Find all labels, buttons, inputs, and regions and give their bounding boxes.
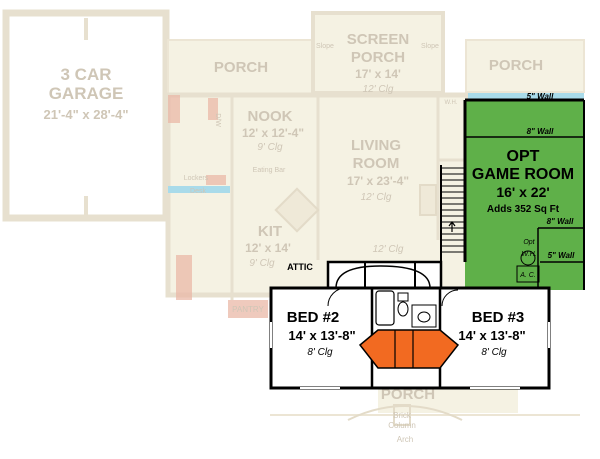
porch-front-area	[378, 385, 518, 413]
upper-floor-bedrooms: ATTIC BED #2 14' x 13'-8" 8' Clg BED #3 …	[269, 260, 551, 390]
wall-8in-top: 8" Wall	[527, 127, 555, 136]
wh-label: W.H.	[445, 100, 458, 106]
pink-accent-3	[176, 255, 192, 300]
bed3-size: 14' x 13'-8"	[458, 328, 525, 343]
wall-5in-right: 5" Wall	[548, 251, 576, 260]
kitchen-size: 12' x 14'	[245, 241, 291, 255]
screen-porch-size: 17' x 14'	[355, 67, 401, 81]
bed2-size: 14' x 13'-8"	[288, 328, 355, 343]
eating-bar-label: Eating Bar	[253, 167, 286, 174]
slope-left: Slope	[316, 43, 334, 50]
living-ceiling: 12' Clg	[361, 192, 392, 203]
door-swing-bed3	[441, 289, 459, 307]
pink-accent-5	[206, 175, 226, 185]
nook-ceiling: 9' Clg	[257, 142, 283, 153]
screen-porch-area	[311, 11, 445, 95]
kitchen-name: KIT	[258, 223, 282, 240]
game-room-note: Adds 352 Sq Ft	[487, 204, 560, 215]
nook-size: 12' x 12'-4"	[242, 126, 304, 140]
living-size: 17' x 23'-4"	[347, 174, 409, 188]
kitchen-island	[274, 187, 320, 233]
opt-wh-line-1: Opt	[523, 239, 535, 246]
garage-outline	[2, 9, 170, 222]
pink-accent-4	[228, 300, 268, 318]
bed2-ceiling: 8' Clg	[307, 347, 333, 358]
garage-size: 21'-4" x 28'-4"	[43, 107, 128, 122]
bed2-name: BED #2	[287, 309, 340, 326]
sink-basin	[417, 311, 431, 323]
wall-5in-top: 5" Wall	[527, 92, 555, 101]
porch-right-area	[465, 39, 585, 93]
screen-porch-ceiling: 12' Clg	[363, 84, 394, 95]
living-name-2: ROOM	[353, 155, 400, 172]
game-room-line-1: OPT	[507, 148, 540, 165]
opt-wh-line-2: W.H.	[521, 251, 536, 258]
dw-label: D/W	[214, 113, 221, 127]
water-heater-symbol	[520, 250, 536, 266]
garage-name-1: 3 CAR	[60, 65, 111, 84]
porch-left-area	[167, 39, 314, 96]
bed3-ceiling: 8' Clg	[481, 347, 507, 358]
kitchen-ceiling: 9' Clg	[249, 258, 275, 269]
fireplace	[419, 184, 437, 216]
desk-label: Desk	[190, 188, 206, 195]
wall-8in-right: 8" Wall	[547, 217, 575, 226]
brick-label-2: Column	[388, 421, 416, 430]
toilet-tank	[397, 292, 409, 302]
slope-right: Slope	[421, 43, 439, 50]
arch-curve	[347, 405, 463, 421]
ac-label: A. C.	[519, 272, 536, 279]
game-room: OPT GAME ROOM 16' x 22' Adds 352 Sq Ft 5…	[463, 92, 585, 290]
brick-label-1: Brick	[393, 411, 412, 420]
game-room-fill	[465, 100, 584, 290]
orange-bath-floor	[358, 329, 460, 369]
toilet-bowl	[397, 301, 409, 317]
porch-front-label: PORCH	[381, 386, 435, 403]
bed3-name: BED #3	[472, 309, 525, 326]
attic-arch	[335, 265, 431, 289]
door-swing-bed2	[327, 287, 347, 307]
arch-label: Arch	[397, 435, 413, 444]
stairs	[440, 165, 464, 262]
lockers-label: Lockers	[184, 175, 209, 182]
game-room-line-2: GAME ROOM	[472, 166, 574, 183]
pink-accent-1	[168, 95, 180, 123]
nook-name: NOOK	[248, 108, 293, 125]
top-wall-band	[468, 93, 584, 100]
living-name-1: LIVING	[351, 137, 401, 154]
screen-porch-name-2: PORCH	[351, 49, 405, 66]
pantry-label: PANTRY	[232, 305, 264, 314]
garage-name-2: GARAGE	[49, 84, 124, 103]
pink-accent-2	[208, 98, 218, 120]
screen-porch-name-1: SCREEN	[347, 31, 410, 48]
brick-column	[393, 404, 411, 426]
ac-unit-symbol	[516, 265, 540, 283]
attic-label: ATTIC	[287, 262, 313, 272]
desk-band	[168, 186, 230, 193]
porch-left-label: PORCH	[214, 59, 268, 76]
porch-right-label: PORCH	[489, 57, 543, 74]
bathtub	[375, 290, 395, 326]
game-room-size: 16' x 22'	[496, 184, 549, 200]
living-ceiling-2: 12' Clg	[373, 244, 404, 255]
